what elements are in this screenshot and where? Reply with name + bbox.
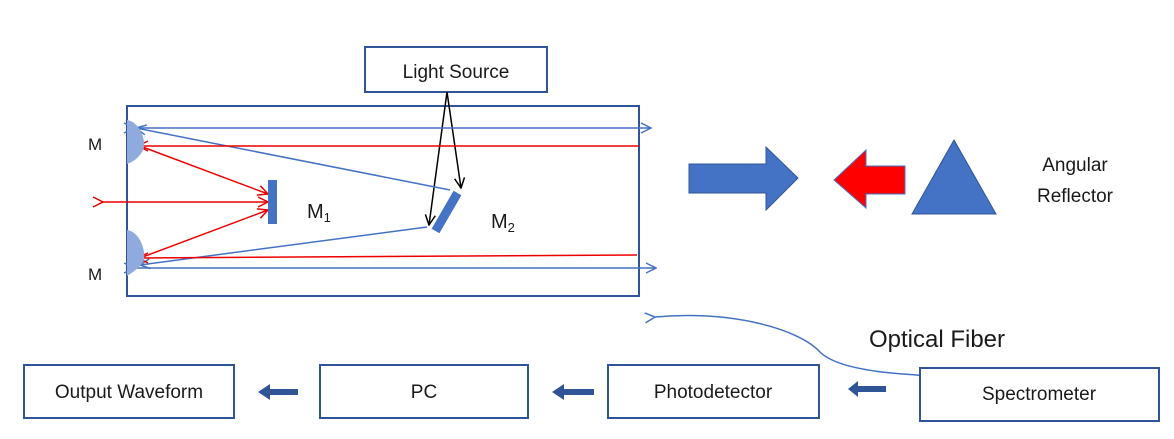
light-ray-to-m2-upper	[446, 91, 461, 188]
mirror-m-top-label: M	[88, 135, 102, 154]
optical-fiber-curve	[655, 316, 955, 377]
mirror-m-bottom	[127, 230, 145, 276]
output-waveform-box	[23, 364, 235, 419]
light-ray-to-m2-lower	[429, 91, 448, 225]
mirror-m1	[268, 180, 277, 224]
m1-label: M1	[307, 201, 331, 225]
red-ray-m-to-m1-upper	[140, 146, 268, 194]
angular-reflector-label-1: Angular	[1042, 155, 1108, 176]
photodetector-box	[607, 364, 820, 419]
red-ray-m-to-m1-lower	[140, 210, 268, 258]
spectrometer-box	[919, 367, 1160, 422]
mirror-m2	[431, 190, 462, 234]
block-arrow-right-blue	[688, 145, 799, 212]
flow-arrow-pc-to-output	[258, 384, 298, 400]
blue-ray-m2-to-m-top	[136, 128, 451, 191]
pc-box	[319, 364, 529, 419]
light-source-label: Light Source	[403, 62, 510, 83]
light-source-box	[364, 46, 548, 93]
flow-arrow-photodetector-to-pc	[552, 384, 594, 400]
block-arrow-left-red	[833, 148, 906, 210]
flow-arrow-spectrometer-to-photodetector	[848, 381, 886, 397]
blue-ray-m2-to-m-bottom	[140, 226, 428, 265]
optical-fiber-label: Optical Fiber	[869, 326, 1005, 353]
angular-reflector-triangle	[911, 138, 997, 215]
spectrometer-label: Spectrometer	[982, 384, 1097, 405]
photodetector-label: Photodetector	[654, 382, 773, 403]
angular-reflector-label-2: Reflector	[1037, 186, 1114, 207]
mirror-m-bottom-label: M	[88, 265, 102, 284]
pc-label: PC	[411, 382, 437, 403]
output-waveform-label: Output Waveform	[55, 382, 203, 403]
mirror-m-top	[127, 120, 145, 164]
m2-label: M2	[491, 211, 515, 235]
